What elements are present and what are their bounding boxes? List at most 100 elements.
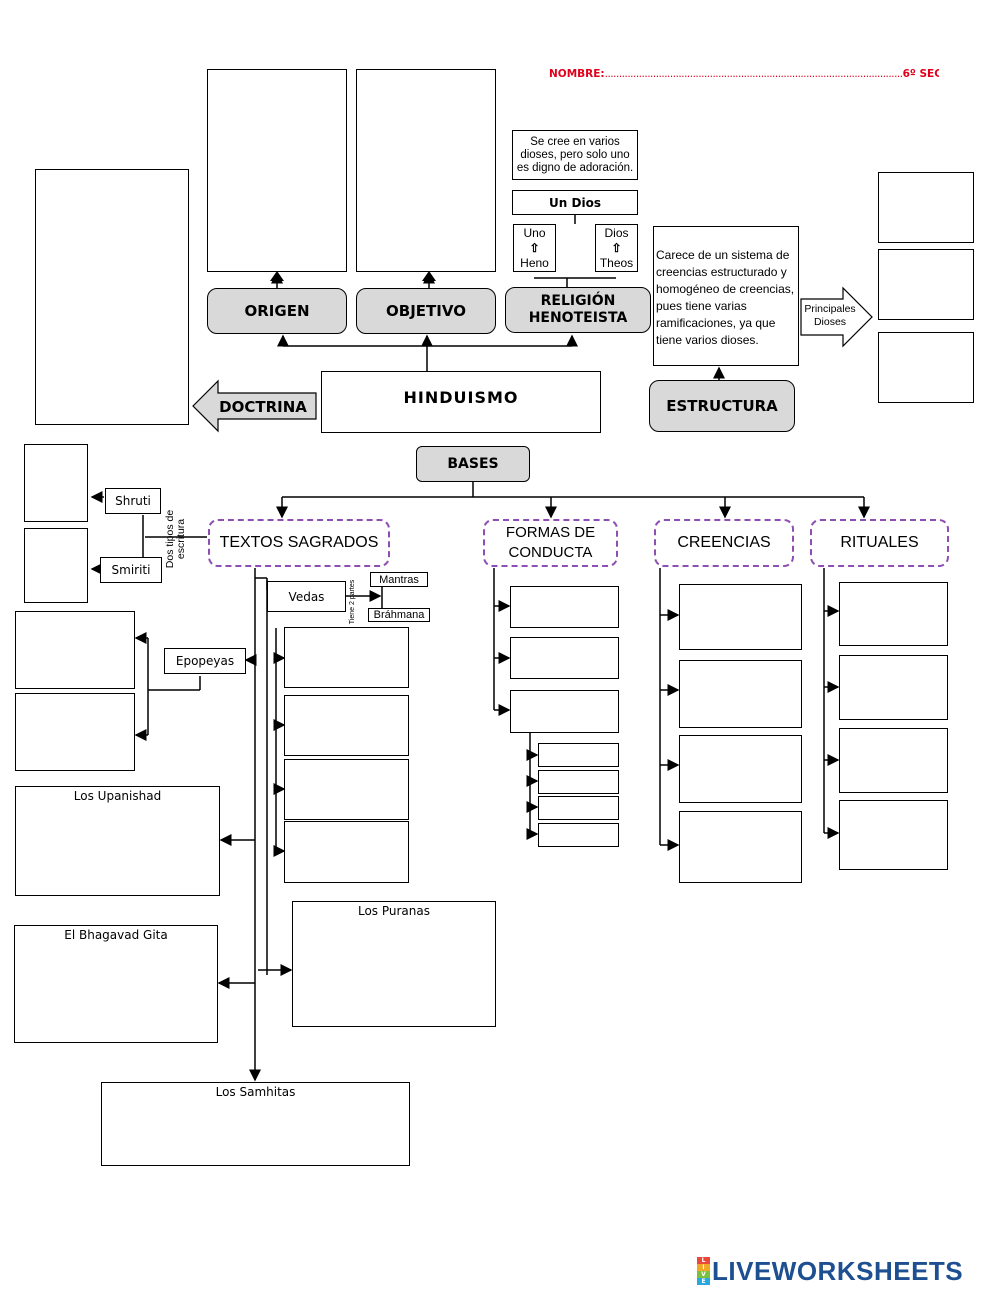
- creencias-answer-box-1[interactable]: [679, 584, 802, 650]
- estructura-node: ESTRUCTURA: [649, 380, 795, 432]
- vedas-answer-box-2[interactable]: [284, 695, 409, 756]
- estructura-label: ESTRUCTURA: [666, 397, 778, 415]
- vedas-answer-box-3[interactable]: [284, 759, 409, 820]
- epopeyas-label: Epopeyas: [164, 648, 246, 674]
- henoteista-definition-text: Se cree en varios dioses, pero solo uno …: [516, 135, 634, 174]
- heno-text: Heno: [520, 255, 549, 270]
- logo-letter-v: V: [697, 1271, 710, 1278]
- creencias-node: CREENCIAS: [654, 519, 794, 567]
- henoteista-definition: Se cree en varios dioses, pero solo uno …: [512, 130, 638, 180]
- samhitas-box[interactable]: Los Samhitas: [101, 1082, 410, 1166]
- principales-arrow-shape: [800, 286, 873, 348]
- objetivo-node: OBJETIVO: [356, 288, 496, 334]
- dios-answer-box-1[interactable]: [878, 172, 974, 243]
- bases-label: BASES: [447, 456, 499, 472]
- creencias-answer-box-4[interactable]: [679, 811, 802, 883]
- shruti-text: Shruti: [115, 494, 151, 508]
- puranas-box[interactable]: Los Puranas: [292, 901, 496, 1027]
- vedas-answer-box-1[interactable]: [284, 627, 409, 688]
- smiriti-text: Smiriti: [111, 563, 151, 577]
- logo-text: LIVEWORKSHEETS: [712, 1256, 964, 1286]
- origen-answer-box[interactable]: [207, 69, 347, 272]
- bhagavad-gita-title: El Bhagavad Gita: [64, 928, 168, 942]
- origen-node: ORIGEN: [207, 288, 347, 334]
- epopeyas-text: Epopeyas: [175, 654, 235, 668]
- rituales-label: RITUALES: [840, 534, 919, 551]
- name-line: NOMBRE:.................................…: [549, 68, 939, 84]
- formas-conducta-label: FORMAS DE CONDUCTA: [505, 524, 596, 561]
- textos-sagrados-label: TEXTOS SAGRADOS: [219, 534, 379, 551]
- formas-sub-box-3[interactable]: [538, 796, 619, 820]
- creencias-answer-box-3[interactable]: [679, 735, 802, 803]
- name-dots: ........................................…: [604, 68, 903, 80]
- upanishad-title: Los Upanishad: [73, 789, 162, 803]
- epopeya-answer-box-1[interactable]: [15, 611, 135, 689]
- dos-tipos-text: Dos tipos de escritura: [164, 509, 187, 569]
- formas-sub-box-1[interactable]: [538, 743, 619, 767]
- upanishad-box[interactable]: Los Upanishad: [15, 786, 220, 896]
- principales-dioses-text: Principales Dioses: [804, 303, 856, 328]
- dos-tipos-label: Dos tipos de escritura: [164, 499, 189, 579]
- brahmana-label: Bráhmana: [368, 608, 430, 622]
- name-label: NOMBRE:: [549, 68, 605, 80]
- objetivo-answer-box[interactable]: [356, 69, 496, 272]
- dios-answer-box-2[interactable]: [878, 249, 974, 320]
- doctrina-arrow-shape: [192, 379, 317, 433]
- doctrina-label: DOCTRINA: [213, 396, 313, 418]
- un-dios-box: Un Dios: [512, 190, 638, 215]
- un-dios-text: Un Dios: [549, 195, 601, 210]
- religion-node: RELIGIÓN HENOTEISTA: [505, 287, 651, 333]
- principales-dioses-label: Principales Dioses: [801, 303, 859, 333]
- vedas-label: Vedas: [267, 581, 346, 612]
- estructura-description-text: Carece de un sistema de creencias estruc…: [656, 248, 795, 347]
- formas-answer-box-1[interactable]: [510, 586, 619, 628]
- vedas-text: Vedas: [288, 589, 325, 604]
- dios-theos-box: Dios ⇧ Theos: [595, 224, 638, 272]
- brahmana-text: Bráhmana: [373, 609, 425, 621]
- up-arrow-icon: ⇧: [611, 240, 622, 255]
- formas-answer-box-2[interactable]: [510, 637, 619, 679]
- origen-label: ORIGEN: [244, 302, 310, 320]
- samhitas-title: Los Samhitas: [215, 1085, 296, 1099]
- shruti-answer-box[interactable]: [24, 444, 88, 522]
- logo-letter-e: E: [697, 1278, 710, 1285]
- formas-answer-box-3[interactable]: [510, 690, 619, 733]
- uno-text: Uno: [523, 225, 546, 240]
- textos-sagrados-node: TEXTOS SAGRADOS: [208, 519, 390, 567]
- creencias-label: CREENCIAS: [677, 534, 771, 551]
- puranas-title: Los Puranas: [357, 904, 430, 918]
- up-arrow-icon: ⇧: [529, 240, 540, 255]
- logo-letter-l: L: [697, 1257, 710, 1264]
- creencias-answer-box-2[interactable]: [679, 660, 802, 728]
- bases-node: BASES: [416, 446, 530, 482]
- uno-heno-box: Uno ⇧ Heno: [513, 224, 556, 272]
- hinduismo-label: HINDUISMO: [403, 387, 519, 407]
- liveworksheets-logo: L I V E LIVEWORKSHEETS: [697, 1257, 963, 1285]
- shruti-label: Shruti: [105, 488, 161, 514]
- doctrina-answer-box[interactable]: [35, 169, 189, 425]
- rituales-answer-box-2[interactable]: [839, 655, 948, 720]
- logo-letter-stack: L I V E: [697, 1257, 710, 1285]
- mantras-label: Mantras: [370, 572, 428, 587]
- epopeya-answer-box-2[interactable]: [15, 693, 135, 771]
- theos-text: Theos: [599, 255, 634, 270]
- smiriti-answer-box[interactable]: [24, 528, 88, 603]
- vedas-answer-box-4[interactable]: [284, 821, 409, 883]
- smiriti-label: Smiriti: [100, 557, 162, 583]
- rituales-answer-box-1[interactable]: [839, 582, 948, 646]
- hinduismo-node: HINDUISMO: [321, 371, 601, 433]
- grade-label: 6º SEC: [902, 68, 939, 80]
- formas-sub-box-2[interactable]: [538, 770, 619, 794]
- rituales-answer-box-3[interactable]: [839, 728, 948, 793]
- formas-sub-box-4[interactable]: [538, 823, 619, 847]
- doctrina-text: DOCTRINA: [219, 398, 307, 416]
- dios-answer-box-3[interactable]: [878, 332, 974, 403]
- rituales-answer-box-4[interactable]: [839, 800, 948, 870]
- bhagavad-gita-box[interactable]: El Bhagavad Gita: [14, 925, 218, 1043]
- formas-conducta-node: FORMAS DE CONDUCTA: [483, 519, 618, 567]
- logo-letter-i: I: [697, 1264, 710, 1271]
- tiene-2-partes-text: Tiene 2 partes: [349, 579, 356, 625]
- estructura-description: Carece de un sistema de creencias estruc…: [653, 226, 799, 366]
- rituales-node: RITUALES: [810, 519, 949, 567]
